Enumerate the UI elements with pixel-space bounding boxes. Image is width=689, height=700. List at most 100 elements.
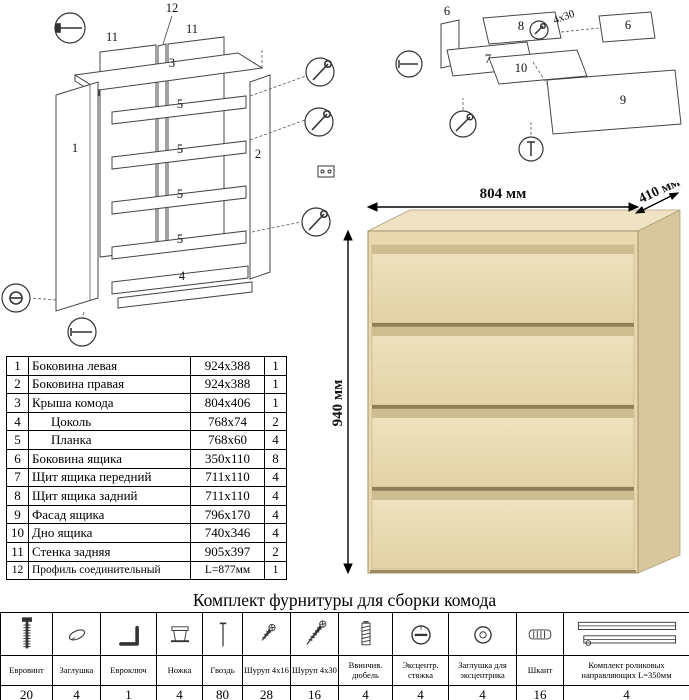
drawer-slides-icon <box>577 621 676 646</box>
part-number: 3 <box>6 393 29 413</box>
hardware-qty: 4 <box>392 685 449 700</box>
hardware-icons-row <box>0 612 689 656</box>
part-label-5: 5 <box>177 142 183 156</box>
height-dimension <box>343 229 353 575</box>
hardware-name: Шуруп 4x16 <box>242 655 291 686</box>
part-size: 768x60 <box>190 430 265 450</box>
rail-2 <box>111 140 247 170</box>
hardware-qty: 4 <box>52 685 101 700</box>
width-dimension <box>366 202 640 212</box>
cam-cap-icon <box>473 626 492 644</box>
drawer-front-2 <box>371 326 635 406</box>
cap-icon <box>68 629 85 641</box>
part-label-8: 8 <box>518 19 524 33</box>
part-label-3: 3 <box>169 56 175 70</box>
right-side-panel <box>249 74 271 280</box>
part-label-5: 5 <box>177 97 183 111</box>
hardware-name: Комплект роликовых направляющих L=350мм <box>563 655 689 686</box>
part-label-11: 11 <box>186 22 198 36</box>
width-dimension-label: 804 мм <box>480 186 527 202</box>
part-qty: 4 <box>264 523 287 543</box>
hardware-qty: 16 <box>516 685 564 700</box>
part-label-12: 12 <box>166 1 179 15</box>
part-number: 8 <box>6 486 29 506</box>
hardware-qty: 1 <box>100 685 157 700</box>
part-name: Фасад ящика <box>28 504 191 525</box>
hardware-qty: 4 <box>448 685 517 700</box>
hardware-qty: 28 <box>242 685 291 700</box>
bracket-icon <box>317 165 335 178</box>
part-qty: 4 <box>264 430 287 450</box>
drawer-side-right <box>598 11 656 43</box>
screw-size-label: 4x30 <box>552 8 577 27</box>
dresser-top-face <box>367 209 681 232</box>
part-label-5: 5 <box>177 232 183 246</box>
dowel-icon <box>528 629 552 640</box>
part-label-9: 9 <box>620 93 626 107</box>
part-name: Щит ящика задний <box>28 486 191 506</box>
dresser-base-shadow <box>370 570 636 573</box>
part-label-7: 7 <box>485 52 491 66</box>
part-size: 350x110 <box>190 448 265 469</box>
screw-4x16-icon <box>261 624 276 641</box>
part-qty: 4 <box>264 486 287 506</box>
part-qty: 8 <box>264 448 287 469</box>
part-size: 768x74 <box>190 411 265 432</box>
part-number: 2 <box>6 374 29 395</box>
part-name: Крыша комода <box>28 393 191 413</box>
cam-lock-icon <box>410 625 431 645</box>
part-name: Боковина правая <box>28 374 191 395</box>
hardware-name: Шуруп 4x30 <box>290 655 339 686</box>
part-size: 905x397 <box>190 541 265 562</box>
nail-icon <box>219 622 226 647</box>
part-number: 9 <box>6 504 29 525</box>
hardware-name: Гвоздь <box>202 655 243 686</box>
part-number: 1 <box>6 356 29 376</box>
hardware-name: Евровинт <box>0 655 53 686</box>
part-label-5: 5 <box>177 187 183 201</box>
part-qty: 4 <box>264 467 287 488</box>
part-label-11: 11 <box>106 30 118 44</box>
part-number: 10 <box>6 523 29 543</box>
part-name: Боковина ящика <box>28 448 191 469</box>
depth-dimension <box>634 192 680 214</box>
drawer-gap <box>372 323 634 327</box>
part-number: 4 <box>6 411 29 432</box>
part-name: Цоколь <box>28 411 191 432</box>
hardware-qty: 4 <box>338 685 393 700</box>
drawer-front-1 <box>371 244 635 324</box>
drawer-exploded-diagram: 6 8 4x30 6 7 10 9 <box>395 4 682 162</box>
part-size: 924x388 <box>190 356 265 376</box>
part-number: 5 <box>6 430 29 450</box>
hardware-name: Ввинчив. дюбель <box>338 655 393 686</box>
part-label-6: 6 <box>625 18 631 32</box>
rail-4 <box>111 230 247 260</box>
hardware-qty: 20 <box>0 685 53 700</box>
dresser-side-face <box>637 209 681 574</box>
drawer-gap <box>372 487 634 491</box>
part-label-6: 6 <box>444 4 450 18</box>
height-dimension-label: 940 мм <box>330 380 346 427</box>
left-side-panel <box>55 81 99 312</box>
part-label-10: 10 <box>515 61 528 75</box>
hardware-qty: 80 <box>202 685 243 700</box>
part-qty: 1 <box>264 356 287 376</box>
part-name: Дно ящика <box>28 523 191 543</box>
hardware-qty: 4 <box>563 685 689 700</box>
part-number: 12 <box>6 560 29 581</box>
dresser-drawers <box>371 244 635 570</box>
hex-key-icon <box>118 625 139 646</box>
part-size: 711x110 <box>190 486 265 506</box>
hardware-name: Эксцентр. стяжка <box>392 655 449 686</box>
screw-dowel-icon <box>361 621 370 646</box>
hardware-qty: 4 <box>156 685 203 700</box>
